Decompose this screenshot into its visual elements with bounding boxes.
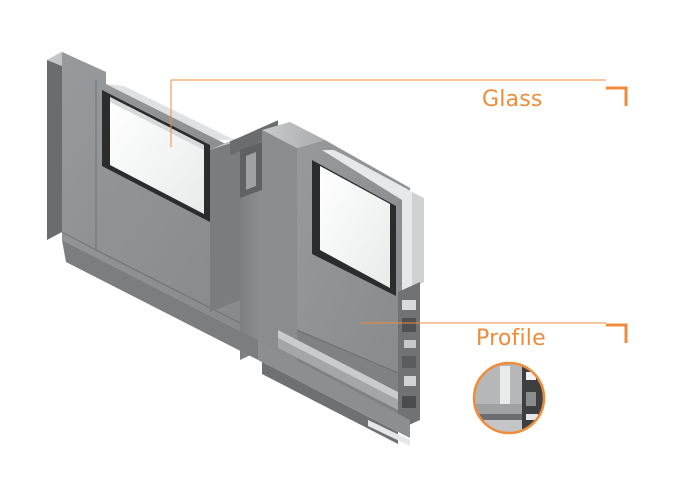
corner-bracket-icon [606, 86, 628, 106]
left-window-glass [110, 97, 204, 214]
glass-label: Glass [482, 87, 543, 112]
profile-label: Profile [476, 326, 546, 351]
right-sash [262, 122, 424, 430]
glass-leader-line [170, 79, 606, 147]
magnified-profile-detail [472, 361, 546, 435]
right-window-glass [320, 166, 390, 288]
right-sash-top-face [262, 122, 325, 148]
glass-callout [170, 79, 628, 147]
corner-bracket-icon [606, 323, 628, 343]
bottom-track [62, 240, 410, 446]
profile-callout [360, 322, 628, 343]
left-sash-end-face [47, 52, 62, 240]
